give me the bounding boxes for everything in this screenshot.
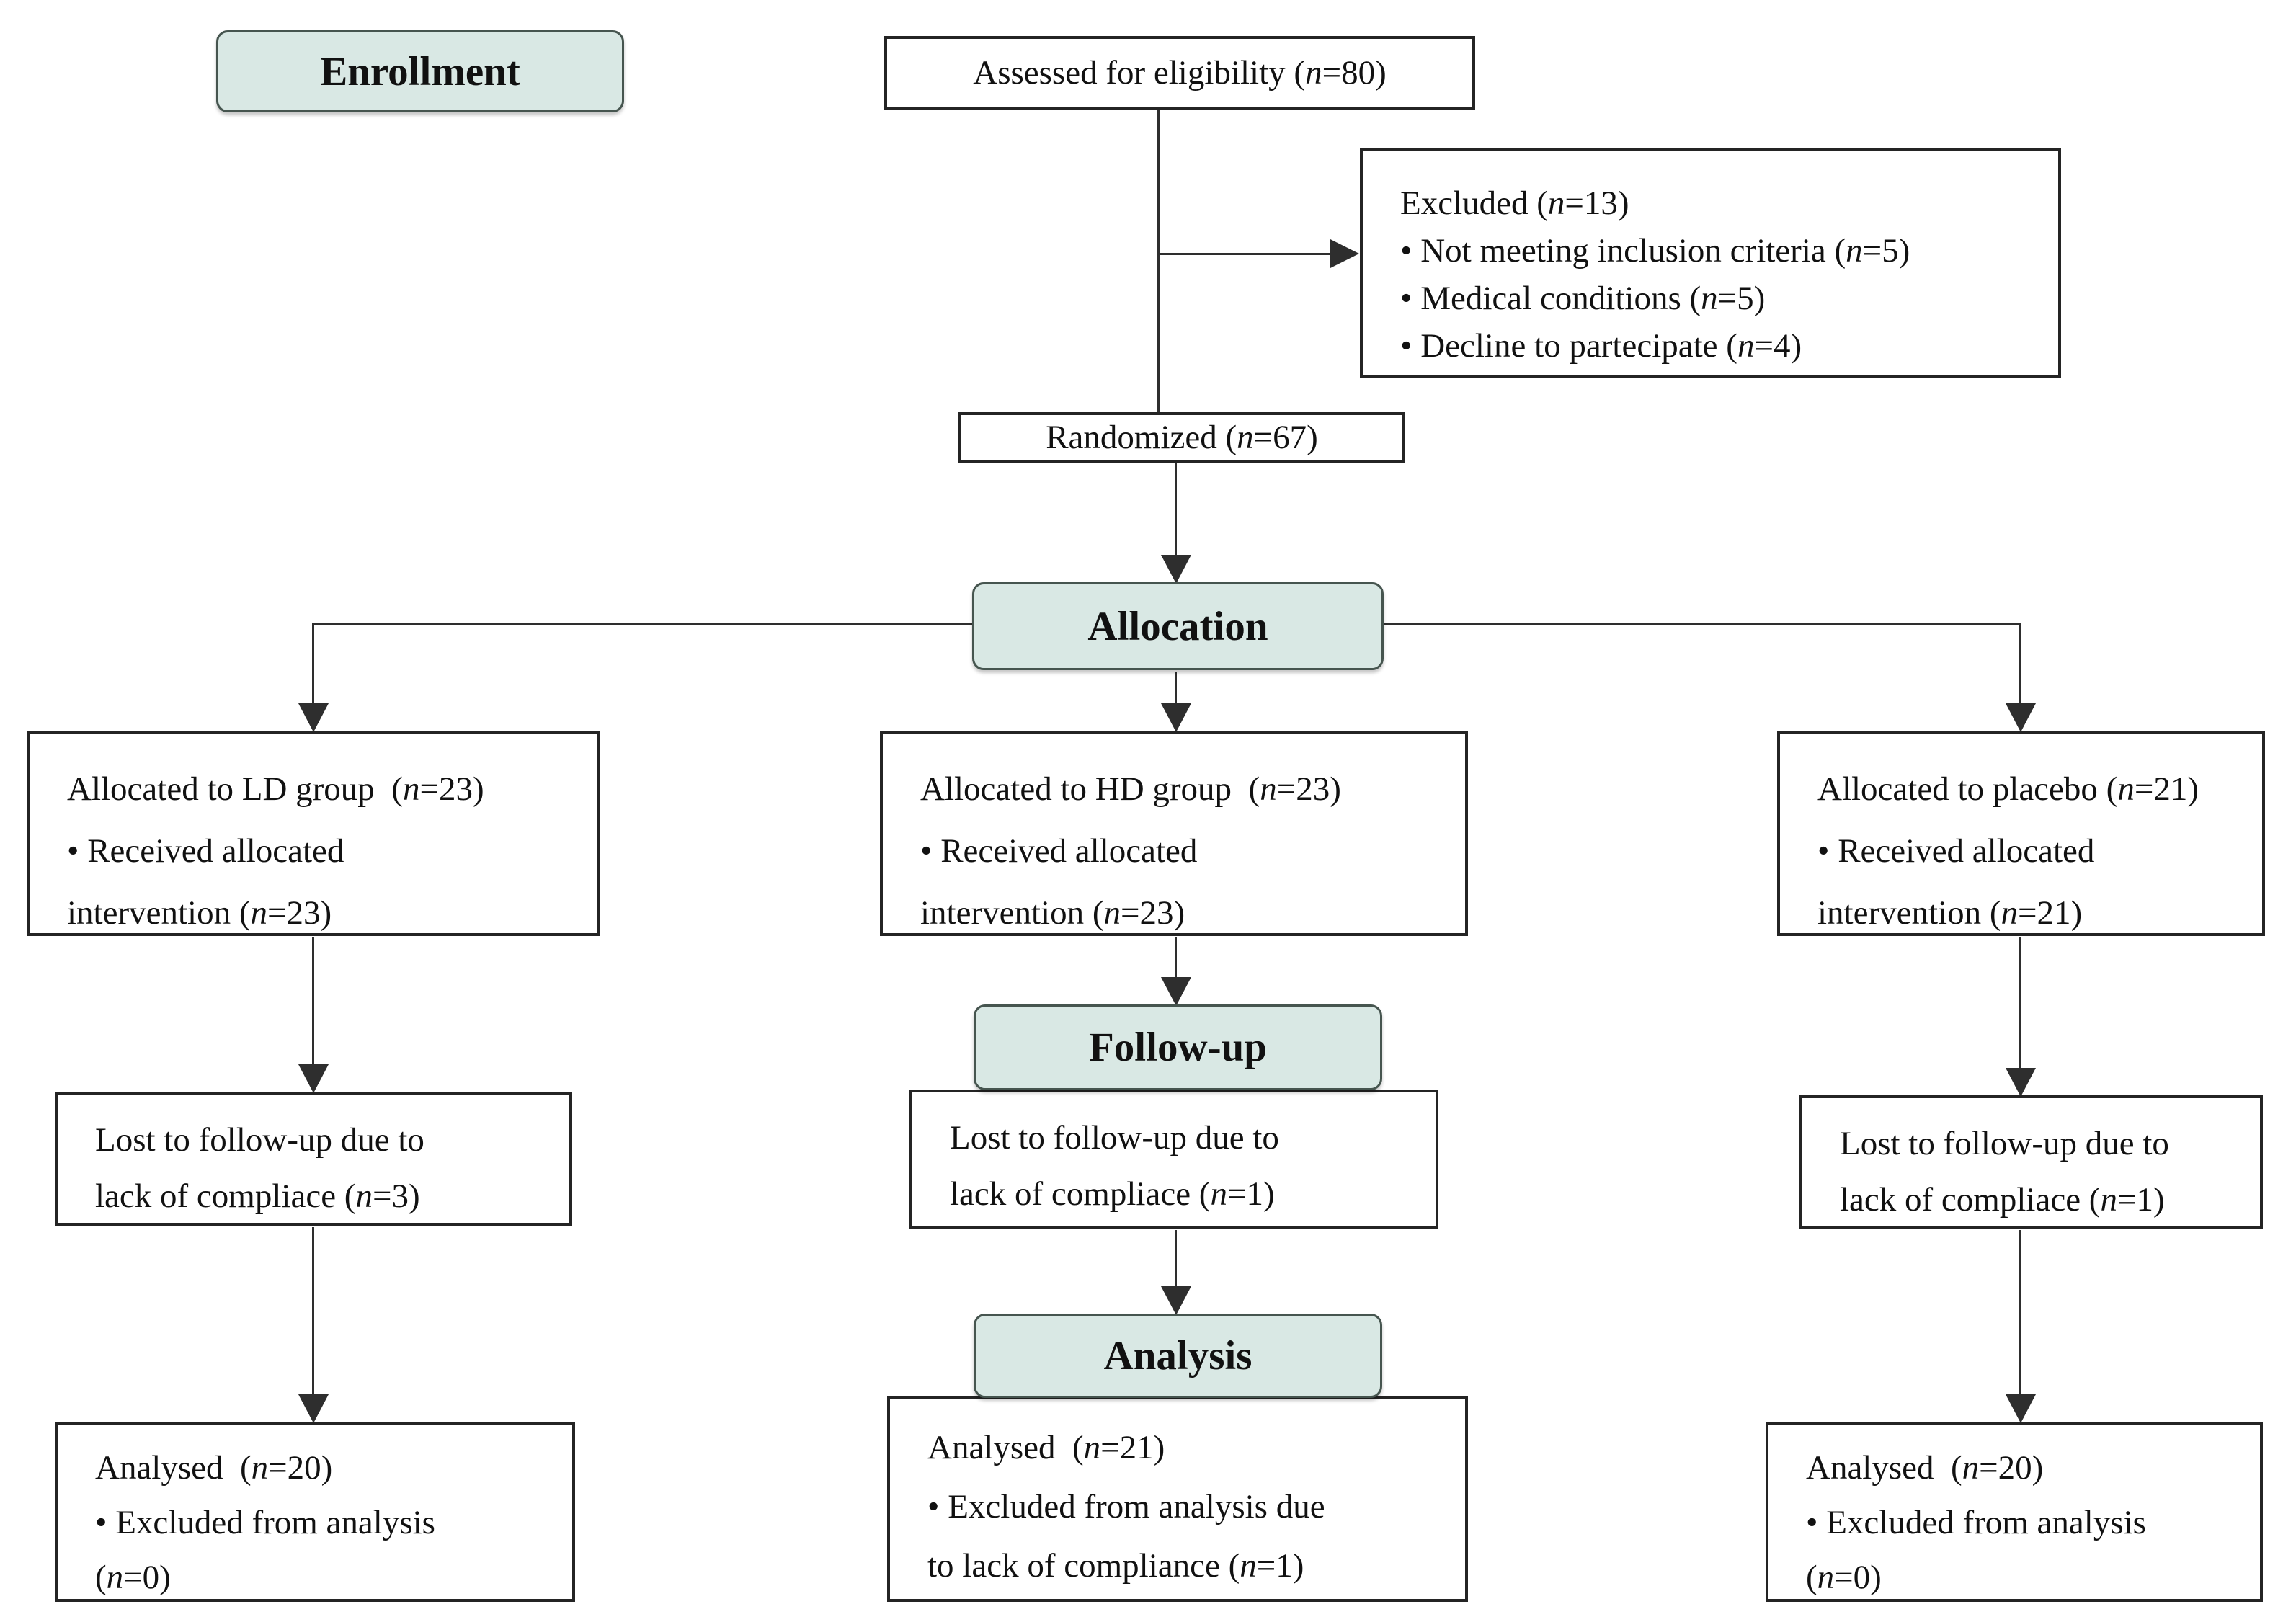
box-lost-hd-line: lack of compliace (n=1) — [950, 1175, 1275, 1213]
box-allocated-hd-line: Allocated to HD group (n=23) — [920, 770, 1341, 808]
connector-allocation-left-drop — [312, 623, 314, 703]
box-analysed-ld-line: (n=0) — [95, 1559, 171, 1596]
box-allocated-hd-line: • Received allocated — [920, 832, 1198, 870]
box-analysed-ld-line: • Excluded from analysis — [95, 1504, 435, 1541]
box-allocated-ld-line: Allocated to LD group (n=23) — [67, 770, 484, 808]
box-lost-placebo: Lost to follow-up due to lack of complia… — [1799, 1095, 2263, 1229]
box-analysed-placebo: Analysed (n=20) • Excluded from analysis… — [1766, 1422, 2263, 1602]
box-analysed-placebo-line: (n=0) — [1806, 1559, 1882, 1596]
box-analysed-hd: Analysed (n=21) • Excluded from analysis… — [887, 1396, 1468, 1602]
arrowhead-excluded-icon — [1330, 239, 1359, 268]
box-allocated-placebo-line: Allocated to placebo (n=21) — [1817, 770, 2199, 808]
arrowhead-analysis-icon — [1161, 1286, 1191, 1315]
box-lost-placebo-line: Lost to follow-up due to — [1840, 1125, 2169, 1162]
banner-allocation: Allocation — [972, 582, 1384, 670]
banner-followup: Follow-up — [974, 1004, 1382, 1090]
box-analysed-ld-line: Analysed (n=20) — [95, 1449, 333, 1487]
banner-analysis: Analysis — [974, 1314, 1382, 1398]
box-lost-hd: Lost to follow-up due to lack of complia… — [909, 1090, 1438, 1229]
arrowhead-alloc-placebo-icon — [2006, 703, 2036, 732]
arrowhead-allocation-icon — [1161, 555, 1191, 584]
box-assessed-text: Assessed for eligibility (n=80) — [973, 54, 1387, 92]
connector-hd-analysis — [1175, 1230, 1177, 1286]
box-analysed-hd-line: Analysed (n=21) — [927, 1429, 1165, 1466]
arrowhead-lost-ld-icon — [298, 1064, 329, 1093]
banner-allocation-label: Allocation — [1087, 603, 1268, 649]
box-allocated-ld-line: • Received allocated — [67, 832, 344, 870]
box-allocated-hd-line: intervention (n=23) — [920, 894, 1185, 932]
box-excluded-line: • Medical conditions (n=5) — [1400, 280, 1766, 317]
arrowhead-alloc-ld-icon — [298, 703, 329, 732]
connector-excluded-branch — [1159, 253, 1332, 255]
banner-analysis-label: Analysis — [1103, 1333, 1252, 1378]
banner-enrollment: Enrollment — [216, 30, 624, 112]
box-analysed-placebo-line: Analysed (n=20) — [1806, 1449, 2044, 1487]
box-lost-ld-line: Lost to follow-up due to — [95, 1121, 424, 1159]
box-analysed-hd-line: to lack of compliance (n=1) — [927, 1547, 1304, 1585]
box-lost-ld-line: lack of compliace (n=3) — [95, 1177, 420, 1215]
box-excluded: Excluded (n=13) • Not meeting inclusion … — [1360, 148, 2061, 378]
box-allocated-ld-line: intervention (n=23) — [67, 894, 332, 932]
box-analysed-placebo-line: • Excluded from analysis — [1806, 1504, 2146, 1541]
box-excluded-line: • Not meeting inclusion criteria (n=5) — [1400, 232, 1910, 269]
connector-ld-analysed — [312, 1227, 314, 1394]
arrowhead-lost-placebo-icon — [2006, 1068, 2036, 1097]
box-assessed: Assessed for eligibility (n=80) — [884, 36, 1475, 110]
box-excluded-line: • Decline to partecipate (n=4) — [1400, 327, 1802, 365]
arrowhead-alloc-hd-icon — [1161, 703, 1191, 732]
box-allocated-hd: Allocated to HD group (n=23) • Received … — [880, 731, 1468, 936]
connector-hd-followup — [1175, 937, 1177, 977]
arrowhead-analysed-placebo-icon — [2006, 1394, 2036, 1423]
connector-assessed-randomized — [1157, 108, 1160, 414]
connector-allocation-right — [1384, 623, 2021, 625]
arrowhead-analysed-ld-icon — [298, 1394, 329, 1423]
connector-placebo-lost — [2019, 937, 2021, 1068]
connector-allocation-right-drop — [2019, 623, 2021, 703]
connector-allocation-hd — [1175, 672, 1177, 703]
box-allocated-ld: Allocated to LD group (n=23) • Received … — [27, 731, 600, 936]
banner-enrollment-label: Enrollment — [320, 48, 520, 94]
box-lost-hd-line: Lost to follow-up due to — [950, 1119, 1279, 1157]
box-allocated-placebo: Allocated to placebo (n=21) • Received a… — [1777, 731, 2265, 936]
connector-ld-lost — [312, 937, 314, 1064]
box-randomized-text: Randomized (n=67) — [1046, 419, 1318, 456]
box-randomized: Randomized (n=67) — [958, 412, 1405, 463]
connector-allocation-left — [312, 623, 972, 625]
box-lost-ld: Lost to follow-up due to lack of complia… — [55, 1092, 572, 1226]
box-lost-placebo-line: lack of compliace (n=1) — [1840, 1181, 2165, 1218]
box-analysed-hd-line: • Excluded from analysis due — [927, 1488, 1325, 1525]
arrowhead-followup-icon — [1161, 977, 1191, 1006]
box-excluded-line: Excluded (n=13) — [1400, 184, 1629, 222]
box-analysed-ld: Analysed (n=20) • Excluded from analysis… — [55, 1422, 575, 1602]
connector-randomized-allocation — [1175, 463, 1177, 555]
box-allocated-placebo-line: • Received allocated — [1817, 832, 2095, 870]
connector-placebo-analysed — [2019, 1230, 2021, 1394]
box-allocated-placebo-line: intervention (n=21) — [1817, 894, 2083, 932]
banner-followup-label: Follow-up — [1088, 1025, 1268, 1070]
